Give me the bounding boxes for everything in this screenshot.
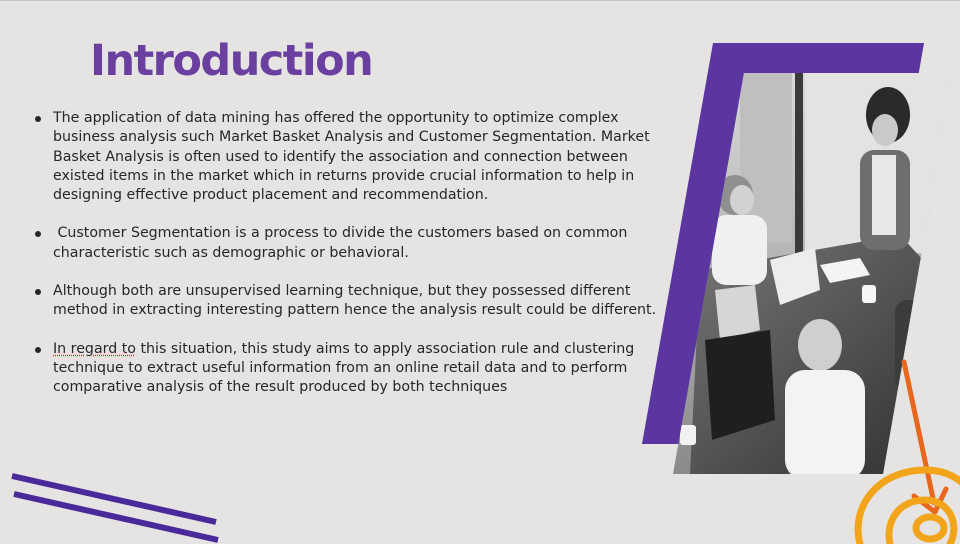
slide-title: Introduction [90,36,374,86]
yellow-swirl-icon [854,466,960,544]
bullet-text: Although both are unsupervised learning … [53,283,657,319]
bullet-text: The application of data mining has offer… [53,110,650,204]
bullet-item: In regard to this situation, this study … [32,340,677,398]
bullet-item: Customer Segmentation is a process to di… [32,224,677,263]
slide-top-border [0,0,960,1]
bullet-dot [35,231,41,238]
bullet-dot [35,289,41,296]
spellcheck-underlined-text[interactable]: In regard to [53,340,136,357]
bullet-dot [35,116,41,122]
bullet-list: The application of data mining has offer… [32,109,677,417]
bullet-dot [35,346,41,353]
bullet-item: Although both are unsupervised learning … [32,282,677,321]
orange-arrow-icon [901,359,949,515]
bullet-text: this situation, this study aims to apply… [53,340,635,396]
bullet-item: The application of data mining has offer… [32,109,677,205]
purple-stripes-decoration [11,473,219,543]
bullet-text: Customer Segmentation is a process to di… [53,225,632,261]
